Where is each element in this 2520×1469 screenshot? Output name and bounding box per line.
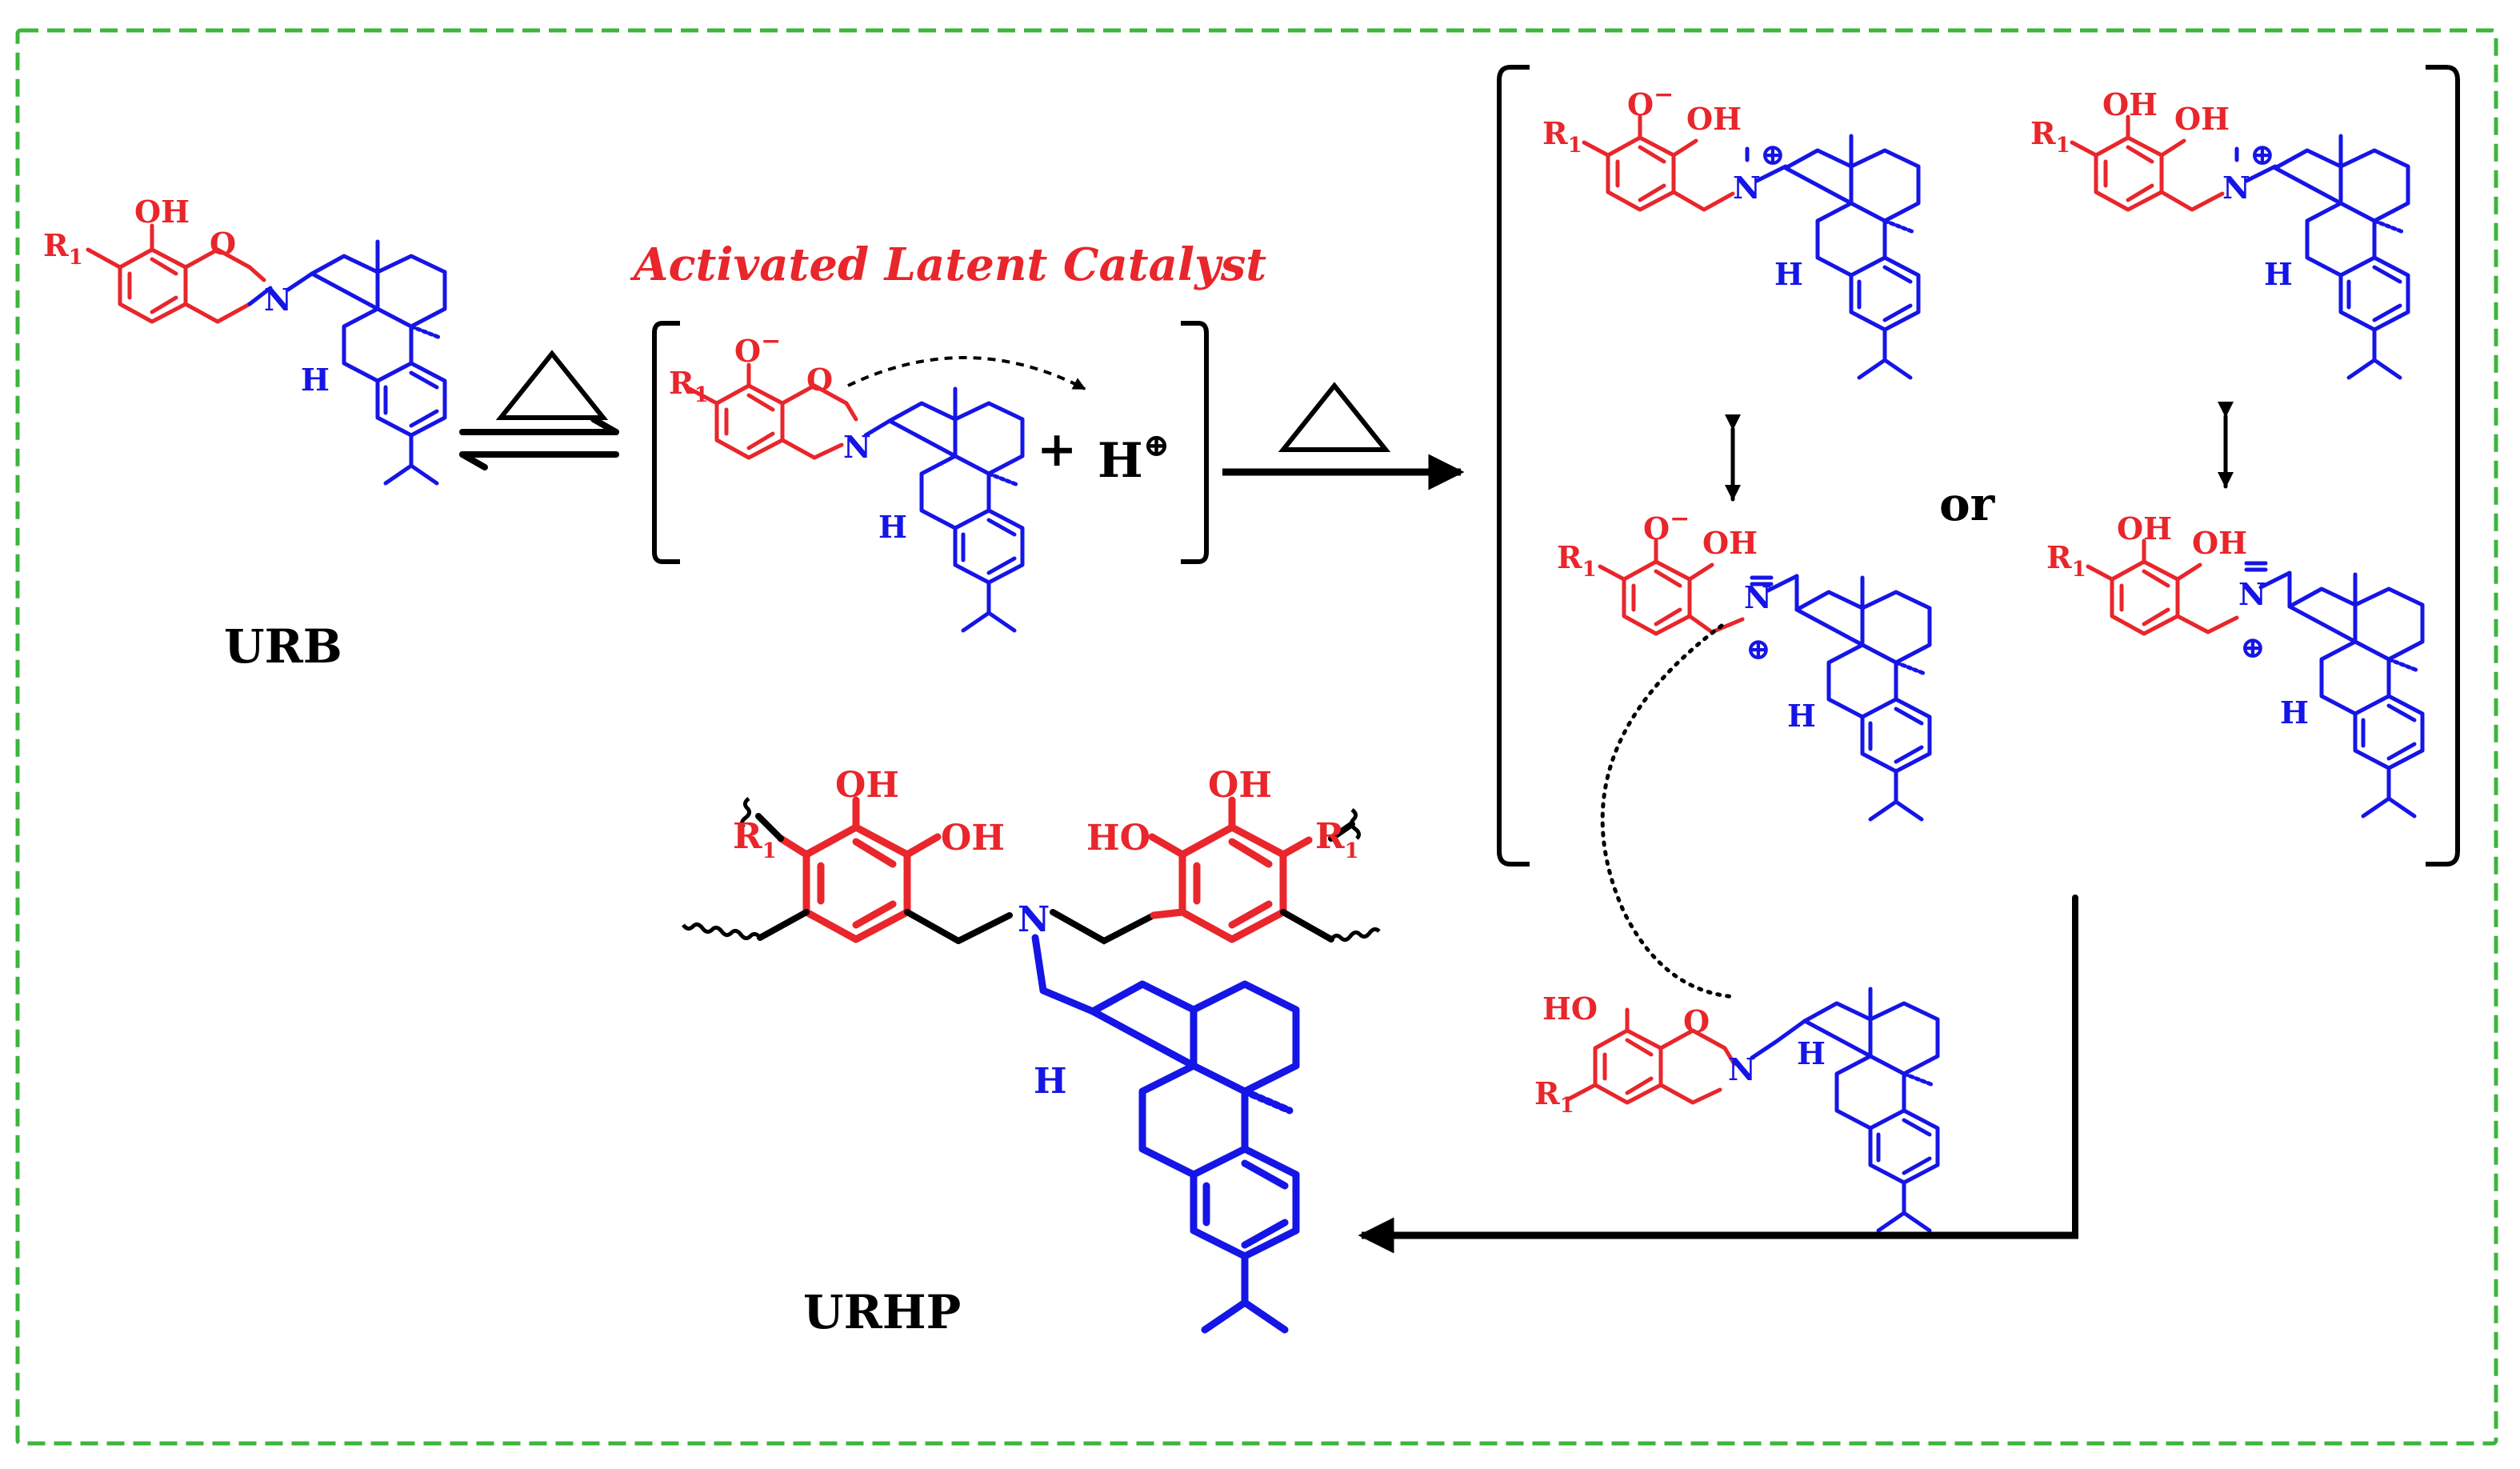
urb-r1: R1 bbox=[43, 227, 83, 270]
r1-label: R1 bbox=[2030, 115, 2070, 158]
oh-label: OH bbox=[2174, 101, 2230, 137]
ho-label: HO bbox=[1086, 818, 1150, 859]
oh-label: OH bbox=[2117, 510, 2172, 546]
urb-oh: OH bbox=[134, 194, 190, 230]
urb-structure: OH R1 O N H URB bbox=[43, 194, 445, 674]
h-label: H bbox=[2280, 694, 2309, 730]
o-label: O bbox=[1683, 1003, 1710, 1039]
catalyst-plus: + bbox=[1037, 422, 1077, 478]
urhp-label: URHP bbox=[803, 1285, 961, 1339]
urhp-structure: OH OH R1 N OH HO R1 H URHP bbox=[682, 765, 1381, 1339]
catalyst-o-minus: O− bbox=[734, 327, 781, 369]
equilibrium-arrows bbox=[459, 350, 619, 470]
r1-label: R1 bbox=[2046, 539, 2086, 582]
delta-icon bbox=[1278, 382, 1391, 452]
oh-label: OH bbox=[2102, 86, 2158, 122]
o-minus-label: O− bbox=[1643, 505, 1690, 546]
r1-label: R1 bbox=[733, 816, 777, 863]
h-label: H bbox=[1774, 256, 1803, 292]
urb-o: O bbox=[210, 226, 236, 262]
r1-label: R1 bbox=[1542, 115, 1582, 158]
catechol-iminium-top-right: OH OH R1 N ⊕ H bbox=[2030, 86, 2408, 378]
oh-label: OH bbox=[1686, 101, 1742, 137]
h-label: H bbox=[1034, 1061, 1067, 1102]
activated-latent-catalyst-title: Activated Latent Catalyst bbox=[630, 238, 1266, 291]
oh-label: OH bbox=[835, 765, 899, 806]
oh-label: OH bbox=[2192, 525, 2247, 561]
r1-label: R1 bbox=[1534, 1075, 1574, 1118]
h-label: H bbox=[1797, 1035, 1826, 1071]
n-label: N bbox=[1733, 170, 1761, 206]
catalyst-proton: H⊕ bbox=[1098, 426, 1170, 489]
o-minus-label: O− bbox=[1627, 81, 1674, 122]
h-label: H bbox=[1787, 698, 1816, 734]
urb-n: N bbox=[264, 282, 292, 318]
oh-label: OH bbox=[941, 818, 1005, 859]
phenolate-iminium-middle-left: O− OH R1 N ⊕ H bbox=[1557, 505, 1930, 819]
h-label: H bbox=[2264, 256, 2293, 292]
plus-circle-label: ⊕ bbox=[2240, 629, 2266, 665]
product-formation-arrow bbox=[1358, 895, 2078, 1254]
oh-label: OH bbox=[1702, 525, 1758, 561]
catalyst-h: H bbox=[878, 509, 907, 545]
resonance-arrows bbox=[1725, 402, 2234, 502]
iminium-bracket bbox=[1497, 65, 2460, 867]
diagram-frame bbox=[15, 28, 2498, 1446]
r1-label: R1 bbox=[1557, 539, 1597, 582]
oh-label: OH bbox=[1208, 765, 1272, 806]
activated-catalyst-bracket bbox=[652, 321, 1209, 564]
activated-catalyst-structure: O− R1 O N H + H⊕ bbox=[669, 327, 1170, 630]
urb-label: URB bbox=[224, 619, 342, 674]
phenolate-iminium-top-left: O− OH R1 N ⊕ H bbox=[1542, 81, 1918, 378]
plus-circle-label: ⊕ bbox=[1760, 136, 1786, 172]
n-label: N bbox=[2222, 170, 2250, 206]
plus-circle-label: ⊕ bbox=[2250, 136, 2275, 172]
benzoxazine-monomer: HO R1 O N H bbox=[1534, 989, 1938, 1231]
ho-label: HO bbox=[1542, 991, 1598, 1027]
urb-h: H bbox=[301, 362, 330, 398]
n-label: N bbox=[2238, 576, 2266, 612]
catalyst-r1: R1 bbox=[669, 365, 709, 407]
n-label: N bbox=[1018, 899, 1050, 940]
heat-forward-arrow bbox=[1222, 382, 1465, 490]
nucleophilic-attack-arc bbox=[1600, 623, 1738, 999]
r1-label: R1 bbox=[1315, 816, 1359, 863]
plus-circle-label: ⊕ bbox=[1746, 630, 1771, 666]
delta-icon bbox=[495, 350, 609, 420]
or-label: or bbox=[1939, 477, 1996, 531]
catalyst-o: O bbox=[806, 362, 833, 398]
catechol-iminium-middle-right: OH OH R1 N ⊕ H bbox=[2046, 510, 2422, 816]
